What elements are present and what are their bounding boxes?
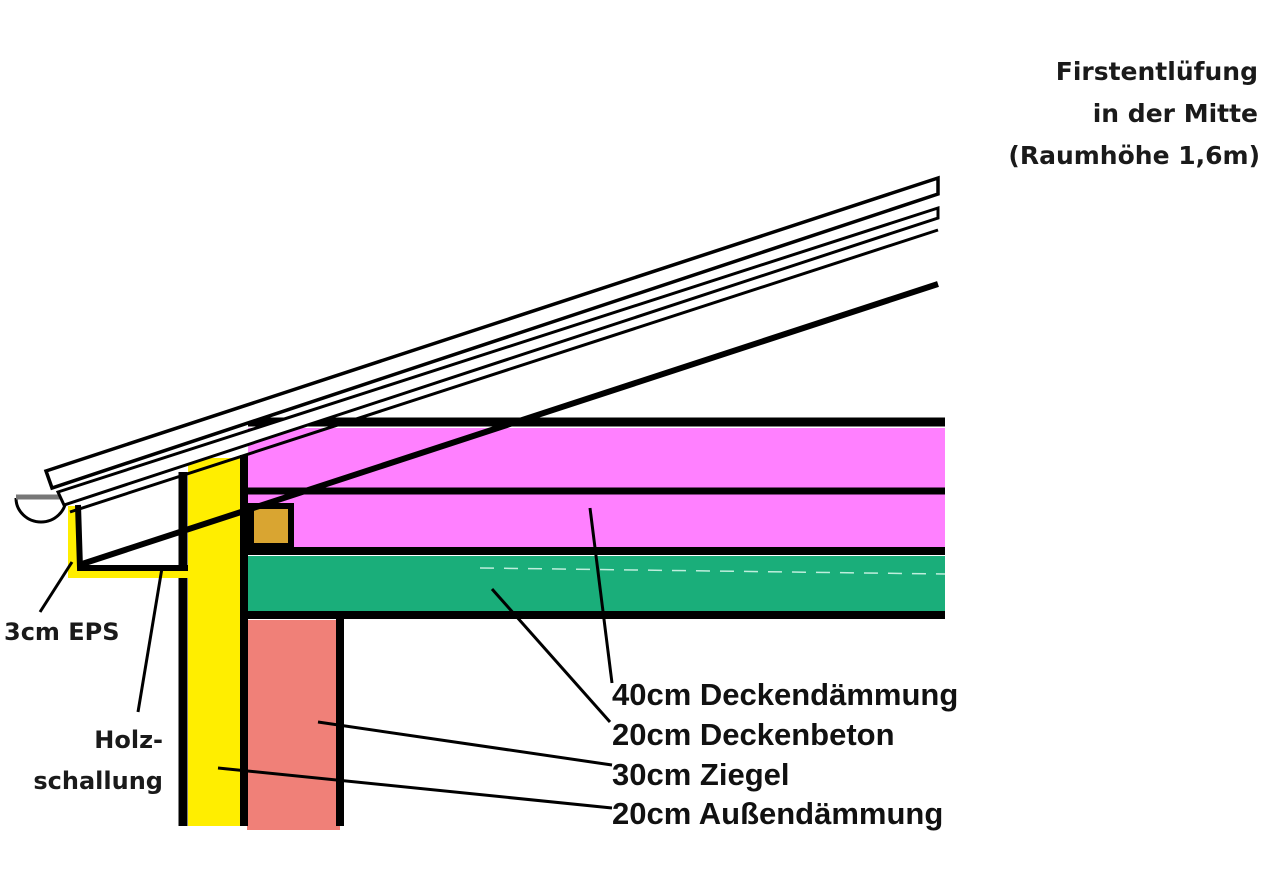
leader-brick bbox=[317, 720, 613, 767]
layer-label-ceiling-concrete: 20cm Deckenbeton bbox=[612, 717, 895, 752]
layer-label-ceiling-insulation: 40cm Deckendämmung bbox=[612, 677, 958, 712]
leader-ceiling-concrete bbox=[490, 588, 612, 723]
cladding-label-line-2: schallung bbox=[33, 767, 163, 795]
roof-board-lower bbox=[55, 205, 940, 507]
ridge-vent-label-line-3: (Raumhöhe 1,6m) bbox=[1008, 141, 1260, 170]
rafter-line bbox=[81, 281, 939, 567]
ceiling-insulation-upper bbox=[248, 428, 945, 490]
layer-label-brick: 30cm Ziegel bbox=[612, 757, 789, 792]
leader-cladding bbox=[136, 567, 164, 713]
eps-label: 3cm EPS bbox=[4, 618, 120, 646]
brick-wall bbox=[247, 620, 340, 830]
leader-eps bbox=[38, 561, 74, 613]
ceiling-insulation-lower bbox=[248, 494, 945, 548]
leader-ceiling-insulation bbox=[588, 507, 614, 684]
ceiling-concrete-hatch bbox=[479, 567, 946, 575]
layer-label-exterior-insulation: 20cm Außendämmung bbox=[612, 796, 943, 831]
cladding-label-line-1: Holz- bbox=[94, 726, 163, 754]
gutter bbox=[14, 497, 68, 524]
leader-exterior-insulation bbox=[217, 766, 613, 810]
soffit-board bbox=[75, 504, 188, 571]
roof-membrane bbox=[69, 228, 939, 514]
ridge-vent-label-line-2: in der Mitte bbox=[1093, 99, 1258, 128]
timber-block bbox=[248, 503, 294, 549]
roof-board-upper bbox=[43, 175, 940, 491]
ridge-vent-label-line-1: Firstentlüfung bbox=[1056, 57, 1258, 86]
